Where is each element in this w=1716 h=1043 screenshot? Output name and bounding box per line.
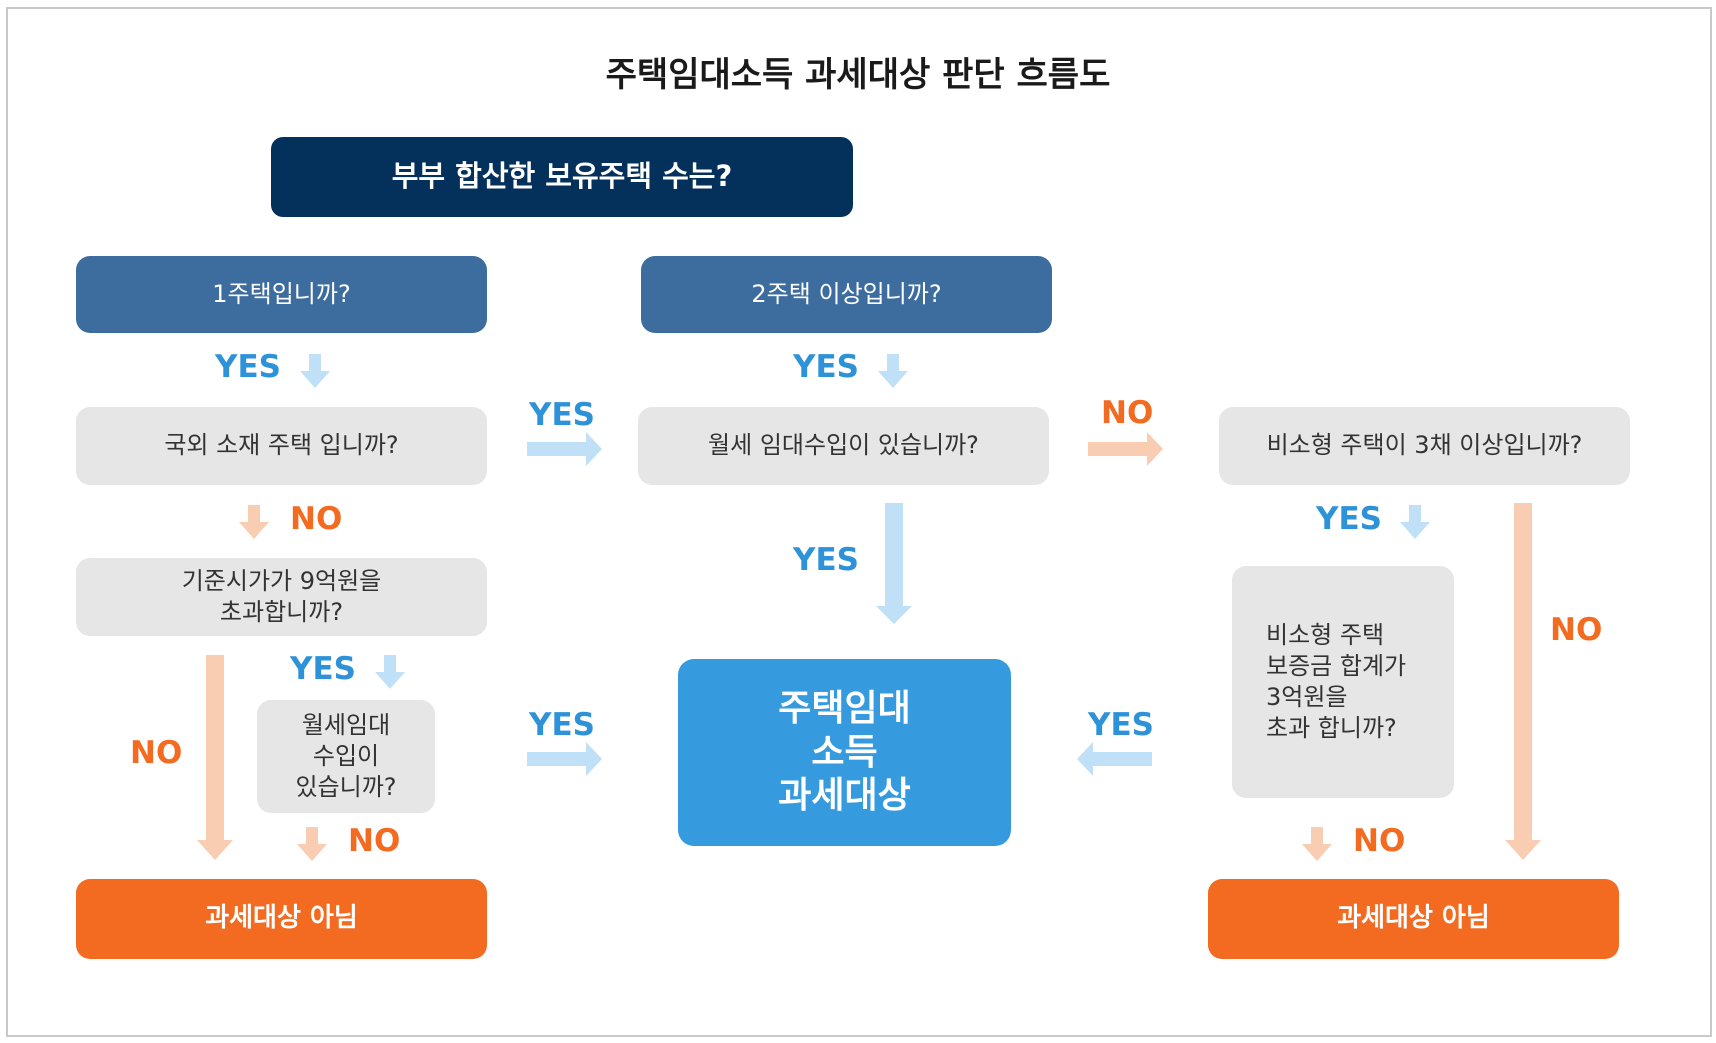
arrow-right-yes-1	[527, 432, 602, 466]
arrow-right-no	[1088, 432, 1163, 466]
overseas-house-question: 국외 소재 주택 입니까?	[76, 407, 487, 485]
monthly-rent-small-question: 월세임대 수입이 있습니까?	[257, 700, 435, 813]
two-plus-houses-question: 2주택 이상입니까?	[641, 256, 1052, 333]
arrow-down-yes-3	[1400, 505, 1430, 539]
label-no-3: NO	[1550, 612, 1603, 648]
taxable-result: 주택임대 소득 과세대상	[678, 659, 1011, 846]
label-no-6: NO	[1353, 823, 1406, 859]
start-question: 부부 합산한 보유주택 수는?	[271, 137, 853, 217]
label-yes-8: YES	[1088, 707, 1154, 743]
label-no-1: NO	[1101, 395, 1154, 431]
arrow-left-yes	[1077, 742, 1152, 776]
not-taxable-left-result: 과세대상 아님	[76, 879, 487, 959]
arrow-long-down-no-left	[197, 655, 233, 860]
label-yes-5: YES	[793, 542, 859, 578]
label-no-5: NO	[348, 823, 401, 859]
label-yes-2: YES	[793, 349, 859, 385]
arrow-down-yes-4	[375, 655, 405, 689]
arrow-long-down-yes	[876, 503, 912, 624]
label-yes-7: YES	[529, 707, 595, 743]
label-no-2: NO	[290, 501, 343, 537]
diagram-frame	[6, 7, 1712, 1037]
label-no-4: NO	[130, 735, 183, 771]
label-yes-6: YES	[290, 651, 356, 687]
arrow-down-yes-2	[878, 354, 908, 388]
label-yes-1: YES	[215, 349, 281, 385]
price-over-question: 기준시가가 9억원을 초과합니까?	[76, 558, 487, 636]
arrow-right-yes-2	[527, 742, 602, 776]
not-taxable-right-result: 과세대상 아님	[1208, 879, 1619, 959]
label-yes-4: YES	[1316, 501, 1382, 537]
deposit-over-question: 비소형 주택 보증금 합계가 3억원을 초과 합니까?	[1232, 566, 1454, 798]
arrow-down-no-2	[297, 827, 327, 861]
arrow-down-yes-1	[300, 354, 330, 388]
one-house-question: 1주택입니까?	[76, 256, 487, 333]
non-small-houses-question: 비소형 주택이 3채 이상입니까?	[1219, 407, 1630, 485]
arrow-down-no-1	[239, 505, 269, 539]
arrow-long-down-no-right	[1505, 503, 1541, 860]
diagram-title: 주택임대소득 과세대상 판단 흐름도	[605, 55, 1111, 95]
label-yes-3: YES	[529, 397, 595, 433]
arrow-down-no-3	[1302, 827, 1332, 861]
monthly-rent-question: 월세 임대수입이 있습니까?	[638, 407, 1049, 485]
